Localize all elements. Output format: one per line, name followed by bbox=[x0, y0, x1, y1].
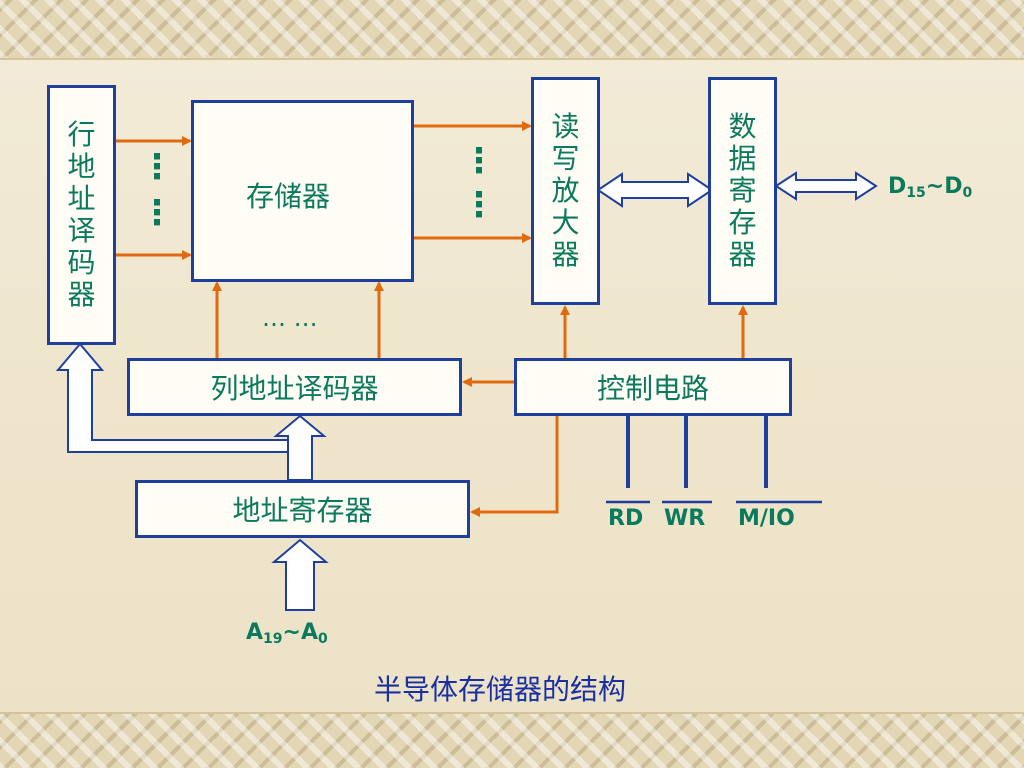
data-lines-ellipsis-bottom: ⋮ bbox=[462, 185, 496, 225]
row-decoder-char: 译 bbox=[67, 214, 96, 247]
row-decoder-char: 码 bbox=[67, 246, 96, 279]
rw-amp-char: 大 bbox=[551, 206, 580, 239]
address-register: 地址寄存器 bbox=[135, 480, 470, 538]
rw-amp-char: 读 bbox=[551, 110, 580, 143]
row-address-decoder: 行 地 址 译 码 器 bbox=[47, 85, 116, 345]
rw-amp-char: 器 bbox=[551, 238, 580, 271]
data-register-char: 据 bbox=[728, 142, 757, 175]
data-bus-sep: ~ bbox=[925, 174, 945, 199]
memory-array: 存储器 bbox=[191, 100, 414, 282]
row-decoder-char: 行 bbox=[67, 118, 96, 151]
column-lines-ellipsis: … … bbox=[262, 304, 318, 332]
address-register-label: 地址寄存器 bbox=[232, 494, 373, 527]
data-register-char: 存 bbox=[728, 206, 757, 239]
addr-bus-sep: ~ bbox=[282, 620, 301, 645]
addr-bus-lo: 0 bbox=[317, 631, 328, 647]
row-lines-ellipsis-bottom: ⋮ bbox=[140, 193, 174, 233]
bus-arrow-addr-to-col bbox=[273, 414, 327, 481]
column-address-decoder: 列地址译码器 bbox=[127, 358, 462, 416]
data-bus-label: D15~D0 bbox=[888, 174, 972, 201]
addr-bus-main-2: A bbox=[300, 620, 318, 645]
data-bus-main: D bbox=[888, 174, 907, 199]
top-decorative-band bbox=[0, 0, 1024, 60]
data-bus-main-2: D bbox=[944, 174, 963, 199]
bus-arrow-rw-data bbox=[596, 172, 714, 208]
addr-bus-hi: 19 bbox=[263, 631, 283, 647]
row-decoder-char: 址 bbox=[67, 182, 96, 215]
bus-arrow-data-out bbox=[774, 171, 878, 201]
row-lines-ellipsis-top: ⋮ bbox=[140, 147, 174, 187]
data-register-char: 器 bbox=[728, 238, 757, 271]
rw-amp-char: 写 bbox=[551, 142, 580, 175]
rw-amp-char: 放 bbox=[551, 174, 580, 207]
signal-rd-label: RD bbox=[608, 506, 644, 531]
arrow-control-to-addr-reg bbox=[470, 416, 559, 517]
data-lines-ellipsis-top: ⋮ bbox=[462, 141, 496, 181]
data-register: 数 据 寄 存 器 bbox=[708, 77, 777, 305]
column-decoder-label: 列地址译码器 bbox=[210, 372, 379, 405]
read-write-amplifier: 读 写 放 大 器 bbox=[531, 77, 600, 305]
control-circuit: 控制电路 bbox=[514, 358, 792, 416]
bottom-decorative-band bbox=[0, 712, 1024, 768]
memory-label: 存储器 bbox=[246, 180, 331, 213]
data-bus-lo: 0 bbox=[962, 185, 973, 201]
signal-wr-label: WR bbox=[664, 506, 706, 531]
control-circuit-label: 控制电路 bbox=[596, 372, 709, 405]
row-decoder-char: 器 bbox=[67, 278, 96, 311]
row-decoder-char: 地 bbox=[67, 150, 96, 183]
data-register-char: 寄 bbox=[728, 174, 757, 207]
signal-mio-label: M/IO bbox=[738, 506, 795, 531]
address-bus-label: A19~A0 bbox=[246, 620, 328, 647]
bus-arrow-addr-in bbox=[271, 538, 329, 611]
data-register-char: 数 bbox=[728, 110, 757, 143]
addr-bus-main: A bbox=[246, 620, 264, 645]
figure-caption: 半导体存储器的结构 bbox=[373, 673, 626, 706]
data-bus-hi: 15 bbox=[906, 185, 926, 201]
